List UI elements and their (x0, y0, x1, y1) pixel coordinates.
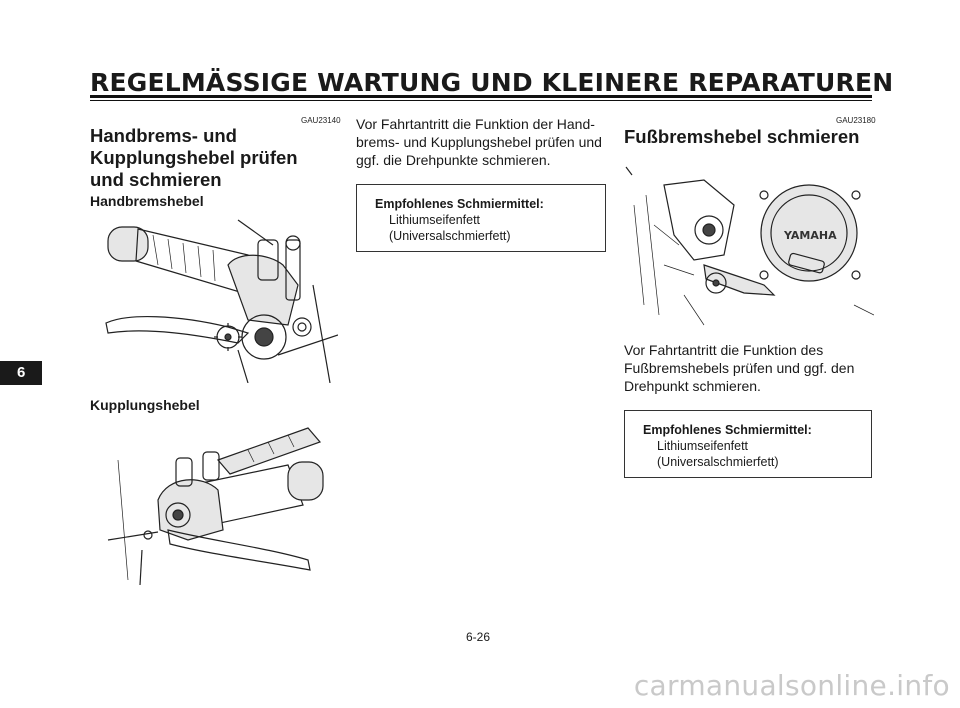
handlebar-grip (287, 461, 324, 501)
text-line: Vor Fahrtantritt die Funktion des (624, 342, 824, 358)
text-line: brems- und Kupplungshebel prüfen und (356, 134, 602, 150)
lubricant-box-right: Empfohlenes Schmiermittel: Lithiumseifen… (624, 410, 872, 478)
foot-brake-lever (703, 264, 776, 296)
lubrication-symbol (705, 272, 727, 294)
header-rule-thick (90, 95, 872, 98)
section-title-left: Handbrems- und Kupplungshebel prüfen und… (90, 125, 298, 191)
clutch-lever (167, 529, 311, 571)
box-line: Lithiumseifenfett (389, 213, 481, 227)
brake-lever-label: Handbremshebel (90, 193, 204, 209)
handlebar-grip (107, 226, 149, 262)
box-line: (Universalschmierfett) (657, 455, 779, 469)
switch-housing (157, 479, 224, 541)
title-line: Handbrems- und (90, 125, 237, 146)
brake-lever (105, 316, 250, 344)
right-body-text: Vor Fahrtantritt die Funktion des Fußbre… (624, 341, 872, 395)
page-header-title: REGELMÄSSIGE WARTUNG UND KLEINERE REPARA… (90, 68, 894, 97)
cable-housing (216, 427, 322, 475)
text-line: Vor Fahrtantritt die Funktion der Hand- (356, 116, 595, 132)
text-line: ggf. die Drehpunkte schmieren. (356, 152, 551, 168)
master-cylinder (227, 254, 299, 326)
section-code-right: GAU23180 (836, 116, 876, 125)
text-line: Drehpunkt schmieren. (624, 378, 761, 394)
middle-intro-text: Vor Fahrtantritt die Funktion der Hand- … (356, 115, 606, 169)
title-line: und schmieren (90, 169, 222, 190)
engine-cover (760, 184, 858, 282)
text-line: Fußbremshebels prüfen und ggf. den (624, 360, 855, 376)
footrest-bracket (663, 179, 735, 261)
foot-peg (788, 252, 825, 274)
pivot-bolt (165, 502, 191, 528)
title-line: Kupplungshebel prüfen (90, 147, 298, 168)
page-number: 6-26 (466, 630, 491, 644)
box-title: Empfohlenes Schmiermittel: (375, 197, 544, 211)
section-title-right: Fußbremshebel schmieren (624, 126, 860, 147)
lubricant-box-middle: Empfohlenes Schmiermittel: Lithiumseifen… (356, 184, 606, 252)
box-line: (Universalschmierfett) (389, 229, 511, 243)
section-code-left: GAU23140 (301, 116, 341, 125)
clutch-lever-label: Kupplungshebel (90, 397, 200, 413)
watermark: carmanualsonline.info (633, 669, 950, 702)
box-line: Lithiumseifenfett (657, 439, 749, 453)
brake-lever-illustration (105, 219, 338, 383)
header-rule-thin (90, 100, 872, 101)
box-title: Empfohlenes Schmiermittel: (643, 423, 812, 437)
clutch-lever-illustration (107, 427, 324, 585)
chapter-tab: 6 (0, 361, 42, 385)
foot-brake-illustration: YAMAHA (625, 166, 874, 326)
engine-logo: YAMAHA (783, 229, 837, 242)
